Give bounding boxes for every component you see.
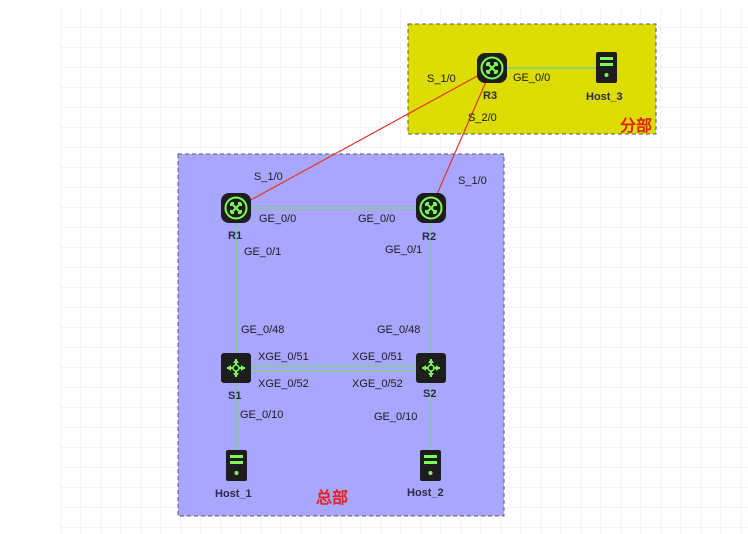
- port-label-s1-xge0-52: XGE_0/52: [258, 378, 309, 390]
- device-label-host2: Host_2: [407, 487, 444, 499]
- server-icon: [230, 455, 243, 475]
- switch-icon: [227, 359, 245, 377]
- device-label-host1: Host_1: [215, 488, 252, 500]
- switch-icon: [422, 359, 440, 377]
- router-r3[interactable]: R3: [477, 53, 507, 102]
- port-label-s2-xge0-52: XGE_0/52: [352, 378, 403, 390]
- device-label-host3: Host_3: [586, 91, 623, 103]
- port-label-r2-ge0-1: GE_0/1: [385, 244, 422, 256]
- switch-s1[interactable]: S1: [221, 353, 251, 402]
- port-label-s2-xge0-51: XGE_0/51: [352, 351, 403, 363]
- port-label-s1-ge0-10: GE_0/10: [240, 409, 283, 421]
- port-label-r3-ge0-0: GE_0/0: [513, 72, 550, 84]
- router-icon: [480, 56, 504, 80]
- port-label-r3-s2-0: S_2/0: [468, 112, 497, 124]
- port-label-r1-ge0-1: GE_0/1: [244, 246, 281, 258]
- links: [235, 67, 606, 462]
- link-r3-r2[interactable]: [430, 67, 493, 209]
- port-label-r3-s1-0: S_1/0: [427, 73, 456, 85]
- host-host3[interactable]: Host_3: [586, 52, 623, 103]
- device-label-s1: S1: [228, 390, 241, 402]
- router-r2[interactable]: R2: [416, 193, 446, 243]
- link-r3-r1[interactable]: [235, 67, 493, 209]
- router-r1[interactable]: R1: [221, 193, 251, 242]
- server-icon: [600, 57, 613, 77]
- port-labels: S_1/0 GE_0/0 S_2/0 S_1/0 S_1/0 GE_0/0 GE…: [240, 72, 550, 423]
- host-host2-body: [420, 450, 441, 481]
- port-label-s1-ge0-48: GE_0/48: [241, 324, 284, 336]
- host-host3-body: [596, 52, 617, 83]
- host-host1-body: [226, 450, 247, 481]
- device-label-r1: R1: [228, 230, 242, 242]
- port-label-s1-xge0-51: XGE_0/51: [258, 351, 309, 363]
- router-icon: [224, 196, 248, 220]
- router-icon: [419, 196, 443, 220]
- port-label-r2-ge0-0: GE_0/0: [358, 213, 395, 225]
- host-host1[interactable]: Host_1: [215, 450, 252, 500]
- server-icon: [424, 455, 437, 475]
- device-label-s2: S2: [423, 388, 436, 400]
- switch-s2[interactable]: S2: [416, 353, 446, 400]
- zone-branch-label: 分部: [620, 116, 652, 135]
- zone-hq-label: 总部: [316, 488, 348, 507]
- port-label-r1-s1-0: S_1/0: [254, 171, 283, 183]
- port-label-r2-s1-0: S_1/0: [458, 175, 487, 187]
- port-label-s2-ge0-10: GE_0/10: [374, 411, 417, 423]
- port-label-r1-ge0-0: GE_0/0: [259, 213, 296, 225]
- port-label-s2-ge0-48: GE_0/48: [377, 324, 420, 336]
- device-label-r2: R2: [422, 231, 436, 243]
- device-label-r3: R3: [483, 90, 497, 102]
- host-host2[interactable]: Host_2: [407, 450, 444, 499]
